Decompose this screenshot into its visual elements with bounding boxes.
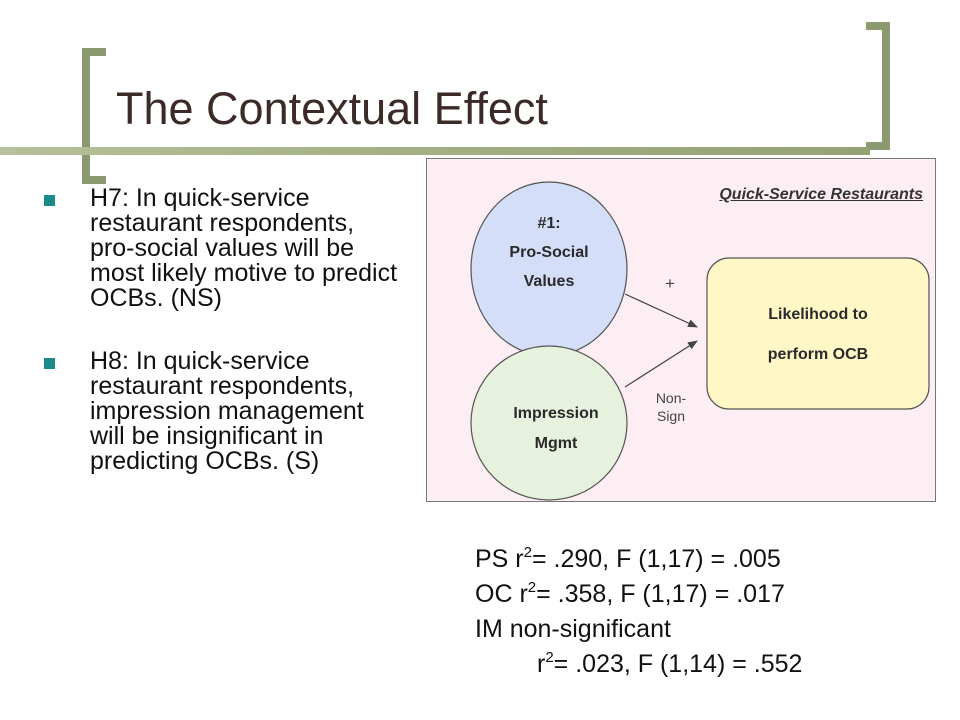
edge-prosocial-to-ocb	[624, 293, 698, 328]
bullet-h7: H7: In quick-service restaurant responde…	[44, 186, 404, 311]
edge-impression-label: Non- Sign	[649, 389, 693, 425]
title-rule	[0, 147, 870, 155]
edge-prosocial-label: +	[665, 274, 675, 293]
edge-impression-line-1: Non-	[655, 390, 687, 406]
impression-line-1: Impression	[513, 405, 599, 422]
stat-oc-exp: 2	[527, 579, 537, 596]
edge-impression-line-2: Sign	[656, 408, 686, 424]
stat-im-rest: = .023, F (1,14) = .552	[553, 650, 803, 678]
stat-oc-prefix: OC r	[475, 580, 528, 608]
node-impression-mgmt	[470, 345, 628, 501]
regression-stats: PS r2= .290, F (1,17) = .005 OC r2= .358…	[475, 542, 802, 682]
stat-im-prefix: r	[537, 650, 546, 678]
outcome-node-label: Likelihood to perform OCB	[707, 295, 929, 375]
stat-ps-exp: 2	[523, 544, 532, 561]
prosocial-line-2: Pro-Social	[509, 244, 589, 261]
panel-label: Quick-Service Restaurants	[719, 186, 923, 203]
stat-im: r2= .023, F (1,14) = .552	[475, 647, 802, 682]
stat-oc-rest: = .358, F (1,17) = .017	[536, 580, 785, 608]
stat-ps: PS r2= .290, F (1,17) = .005	[475, 542, 802, 577]
stat-ps-prefix: PS r	[475, 545, 524, 573]
stat-im-label: IM non-significant	[475, 615, 671, 643]
outcome-line-1: Likelihood to	[768, 306, 868, 323]
hypotheses-list: H7: In quick-service restaurant responde…	[44, 186, 404, 512]
node-likelihood-ocb	[706, 257, 930, 410]
prosocial-line-1: #1:	[537, 215, 561, 232]
stat-ps-rest: = .290, F (1,17) = .005	[531, 545, 781, 573]
prosocial-line-3: Values	[523, 273, 575, 290]
bullet-square-icon	[44, 195, 55, 206]
impression-node-label: Impression Mgmt	[481, 399, 631, 459]
bullet-h8: H8: In quick-service restaurant responde…	[44, 349, 404, 474]
stat-im-exp: 2	[545, 649, 554, 666]
bullet-square-icon	[44, 358, 55, 369]
bullet-text: H8: In quick-service restaurant responde…	[90, 347, 364, 475]
edge-impression-to-ocb	[624, 340, 698, 388]
bullet-text: H7: In quick-service restaurant responde…	[90, 184, 398, 312]
title-bracket-left	[82, 48, 106, 184]
prosocial-node-label: #1: Pro-Social Values	[471, 209, 627, 296]
title-bracket-right	[866, 22, 890, 150]
outcome-line-2: perform OCB	[767, 346, 869, 363]
path-diagram	[470, 181, 930, 501]
stat-oc: OC r2= .358, F (1,17) = .017	[475, 577, 802, 612]
page-title: The Contextual Effect	[116, 83, 548, 134]
diagram-panel: Quick-Service Restaurants #1: Pro-Social…	[426, 158, 936, 502]
impression-line-2: Mgmt	[534, 435, 578, 452]
